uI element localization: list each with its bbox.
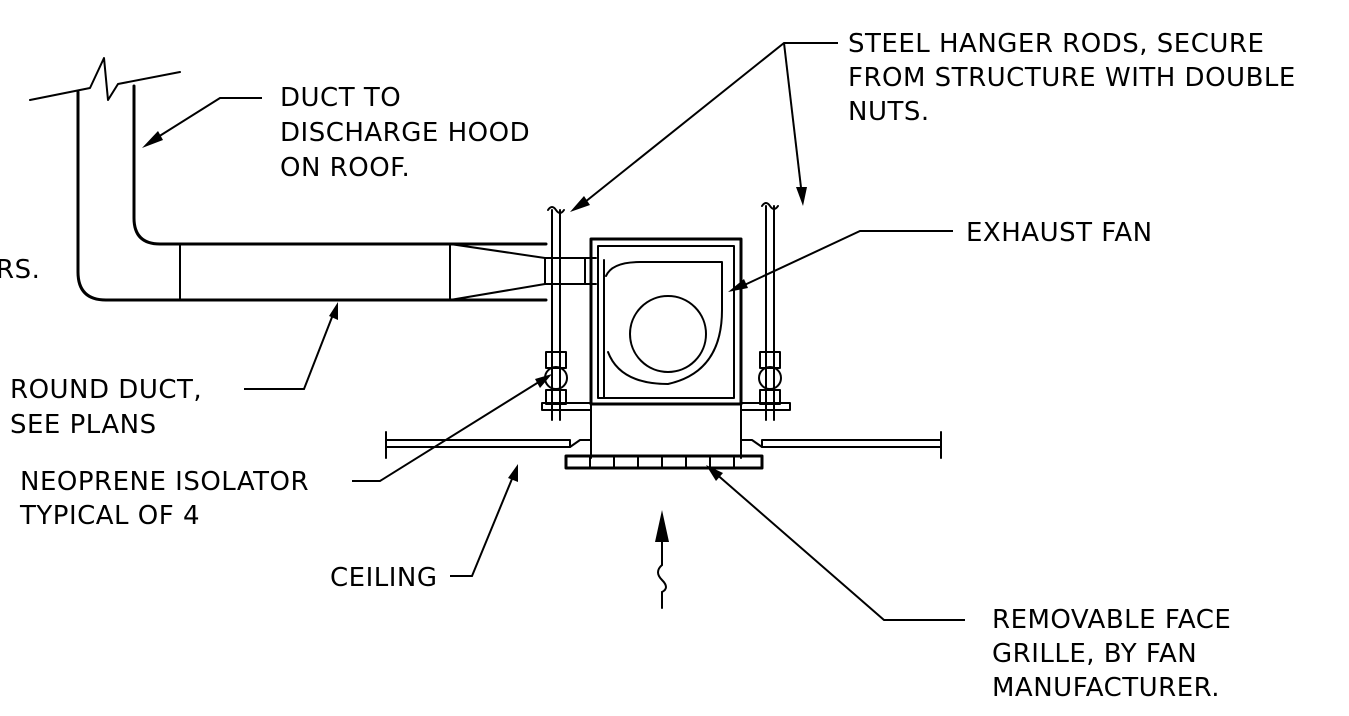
label-isolator: NEOPRENE ISOLATOR TYPICAL OF 4 xyxy=(19,467,318,531)
fan-wheel-inner xyxy=(629,295,707,373)
duct-break-line xyxy=(29,57,181,101)
label-hanger-rods: STEEL HANGER RODS, SECURE FROM STRUCTURE… xyxy=(848,29,1305,127)
hanger-rod-left xyxy=(544,206,568,421)
leader-grille xyxy=(706,465,965,621)
mounting-brackets xyxy=(541,402,791,459)
clipped-text: RS. xyxy=(0,255,40,285)
ceiling xyxy=(385,431,942,459)
leader-hanger-rods xyxy=(570,42,838,212)
label-exhaust-fan: EXHAUST FAN xyxy=(966,218,1153,248)
leader-round-duct xyxy=(244,302,338,390)
label-ceiling: CEILING xyxy=(330,563,438,593)
leader-isolator xyxy=(352,374,552,482)
face-grille xyxy=(564,454,764,470)
exhaust-fan-housing xyxy=(589,237,743,406)
leader-ceiling xyxy=(450,464,518,577)
leader-exhaust-fan xyxy=(728,230,953,292)
label-duct-to-hood: DUCT TO DISCHARGE HOOD ON ROOF. xyxy=(280,83,539,183)
vertical-duct xyxy=(29,57,548,302)
hanger-rod-right xyxy=(758,202,782,421)
fan-scroll xyxy=(605,261,723,385)
label-round-duct: ROUND DUCT, SEE PLANS xyxy=(10,375,211,440)
leader-duct-to-hood xyxy=(142,97,262,148)
isolator-right xyxy=(758,366,782,390)
label-grille: REMOVABLE FACE GRILLE, BY FAN MANUFACTUR… xyxy=(992,605,1240,703)
round-duct xyxy=(179,243,597,301)
airflow-arrow xyxy=(655,510,669,609)
